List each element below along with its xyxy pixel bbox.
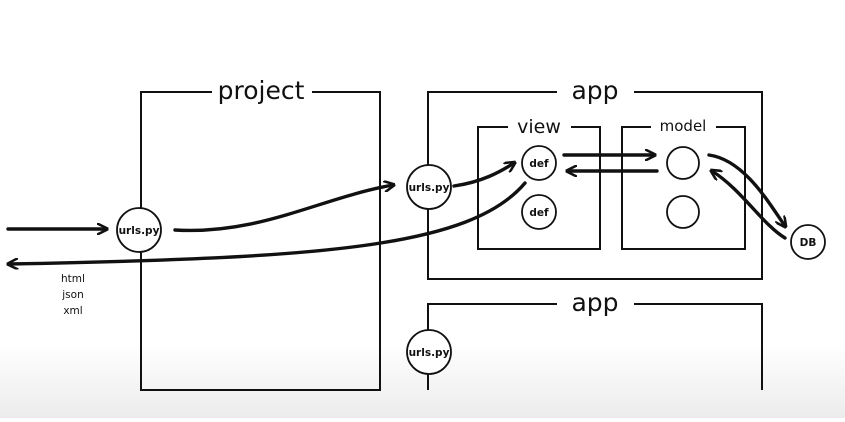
project-urls-label: urls.py bbox=[119, 225, 160, 237]
app-top-urls-label: urls.py bbox=[409, 182, 450, 194]
response-arrow bbox=[9, 181, 527, 264]
response-format-list: html json xml bbox=[61, 273, 85, 317]
view-def-label-2: def bbox=[529, 207, 549, 219]
project-title: project bbox=[218, 76, 305, 105]
format-xml: xml bbox=[63, 305, 82, 317]
db-to-model-arrow bbox=[712, 171, 787, 240]
project-urls-node: urls.py bbox=[116, 207, 162, 253]
db-label: DB bbox=[800, 237, 817, 249]
view-title: view bbox=[517, 116, 561, 138]
model-node-2 bbox=[666, 195, 700, 229]
db-node: DB bbox=[790, 224, 826, 260]
app-urls-to-view-arrow bbox=[452, 163, 514, 188]
view-def-node-2: def bbox=[521, 194, 557, 230]
app-top-urls-node: urls.py bbox=[406, 164, 452, 210]
view-def-label-1: def bbox=[529, 158, 549, 170]
view-box: view bbox=[477, 116, 601, 250]
app-bottom-title: app bbox=[571, 288, 618, 317]
app-top-title: app bbox=[571, 76, 618, 105]
model-node-1 bbox=[666, 146, 700, 180]
format-json: json bbox=[61, 289, 83, 301]
flow-arrows bbox=[6, 153, 787, 264]
project-to-app-urls-arrow bbox=[173, 185, 393, 233]
app-box-bottom: app bbox=[427, 288, 763, 390]
app-bottom-urls-label: urls.py bbox=[409, 347, 450, 359]
format-html: html bbox=[61, 273, 85, 285]
model-box: model bbox=[621, 117, 746, 250]
model-title: model bbox=[660, 117, 707, 135]
app-bottom-urls-node: urls.py bbox=[406, 329, 452, 375]
project-box: project bbox=[140, 76, 381, 391]
app-box-top: app bbox=[427, 76, 763, 280]
view-def-node-1: def bbox=[521, 145, 557, 181]
model-to-db-arrow bbox=[707, 153, 785, 226]
